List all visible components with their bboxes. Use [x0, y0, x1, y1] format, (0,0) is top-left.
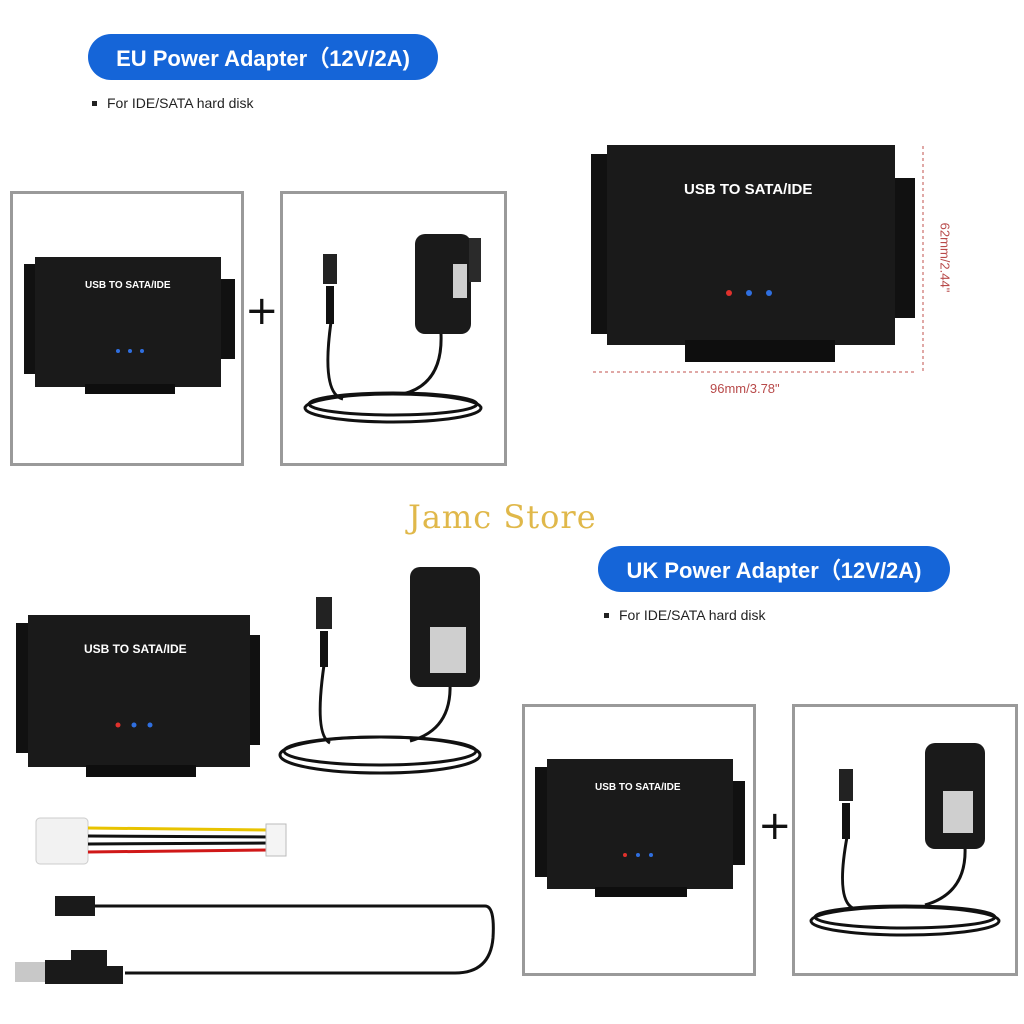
usb-cable-image — [15, 896, 495, 984]
uk-bullet-text: For IDE/SATA hard disk — [619, 607, 766, 623]
eu-device-image — [24, 257, 235, 394]
eu-device-label: USB TO SATA/IDE — [85, 280, 171, 291]
plus-icon: + — [245, 288, 279, 334]
dimension-device-label: USB TO SATA/IDE — [684, 181, 813, 198]
uk-device-label: USB TO SATA/IDE — [595, 782, 681, 793]
bullet-icon — [604, 612, 609, 618]
uk-adapter-frame — [792, 704, 1018, 976]
dimension-height: 62mm/2.44" — [937, 222, 953, 293]
eu-bullet-text: For IDE/SATA hard disk — [107, 95, 254, 111]
uk-set-device-label: USB TO SATA/IDE — [84, 642, 187, 656]
eu-device-frame: USB TO SATA/IDE — [10, 191, 244, 466]
uk-bullet: For IDE/SATA hard disk — [604, 607, 766, 623]
uk-set-power-adapter-image — [278, 567, 482, 775]
dimension-width: 96mm/3.78" — [710, 381, 780, 396]
molex-sata-cable-image — [35, 817, 287, 865]
eu-bullet: For IDE/SATA hard disk — [92, 95, 254, 111]
plus-icon: + — [758, 803, 792, 849]
uk-device-image — [535, 759, 745, 897]
dimension-device-image — [591, 145, 924, 373]
uk-power-adapter-image — [809, 743, 1001, 937]
eu-adapter-frame — [280, 191, 507, 466]
bullet-icon — [92, 100, 97, 106]
uk-set-device-image — [16, 615, 260, 777]
uk-device-frame: USB TO SATA/IDE — [522, 704, 756, 976]
store-watermark: Jamc Store — [408, 498, 597, 536]
eu-adapter-title: EU Power Adapter（12V/2A) — [88, 34, 438, 80]
eu-power-adapter-image — [303, 234, 483, 424]
uk-adapter-title: UK Power Adapter（12V/2A) — [598, 546, 950, 592]
